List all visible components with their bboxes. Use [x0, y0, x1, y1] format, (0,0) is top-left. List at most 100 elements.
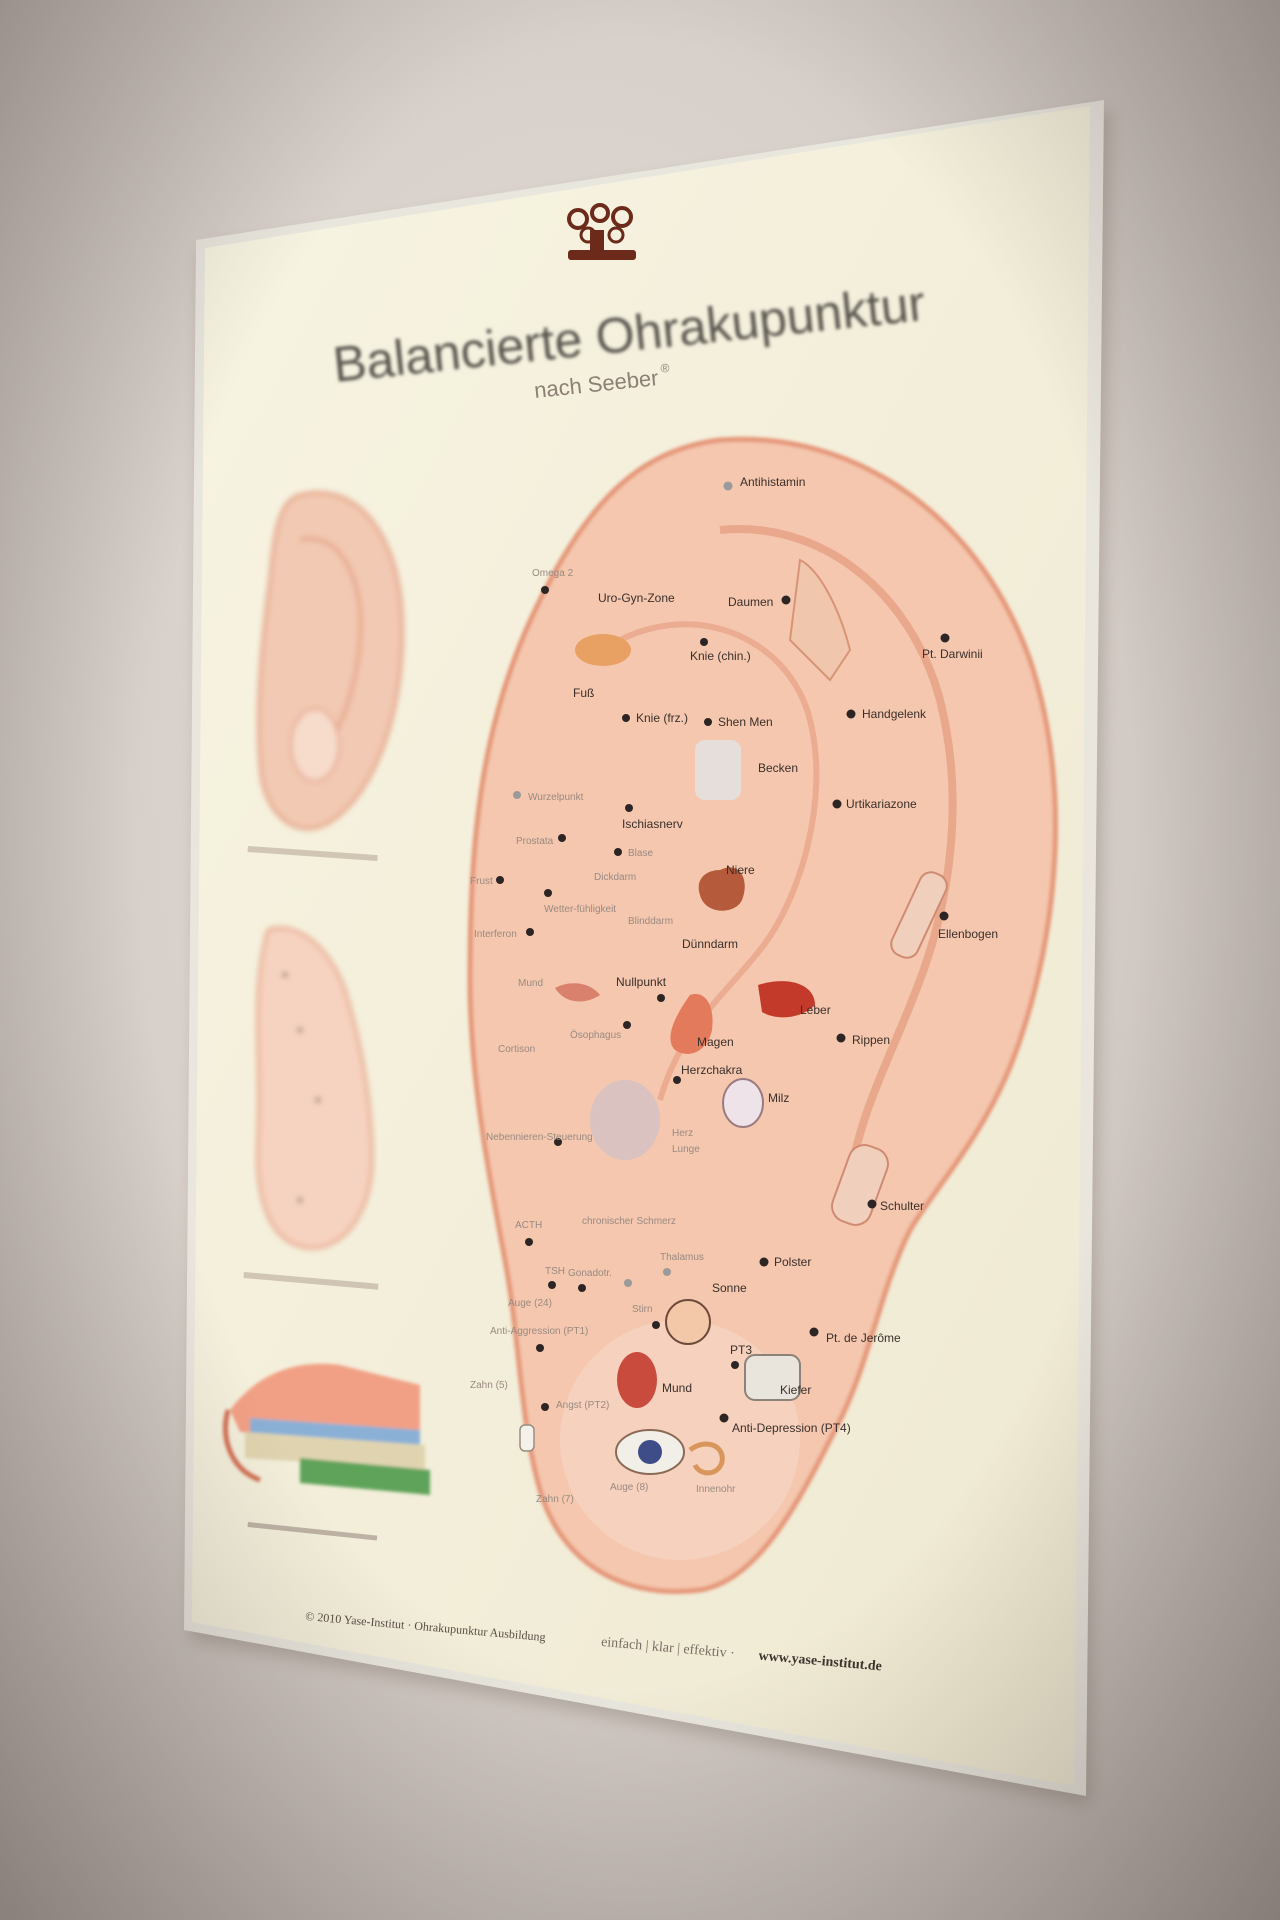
- label-fuss: Fuß: [573, 686, 594, 700]
- label-auge8: Auge (8): [610, 1482, 648, 1493]
- point-nullpunkt: [657, 994, 665, 1002]
- stomach-icon: [670, 994, 713, 1054]
- small-ear-zones-illustration: [256, 926, 374, 1250]
- label-darwinii: Pt. Darwinii: [922, 647, 983, 661]
- label-anti-depression: Anti-Depression (PT4): [732, 1421, 851, 1435]
- label-zahn5: Zahn (5): [470, 1380, 508, 1391]
- point-pt3: [731, 1361, 739, 1369]
- label-kiefer: Kiefer: [780, 1383, 811, 1397]
- label-pt3: PT3: [730, 1343, 752, 1357]
- point-thalamus: [663, 1268, 671, 1276]
- label-knie-chin: Knie (chin.): [690, 649, 751, 663]
- label-handgelenk: Handgelenk: [862, 707, 927, 721]
- point-stirn: [652, 1321, 660, 1329]
- small-ear-illustration: [257, 491, 404, 831]
- uro-gyn-icon: [575, 634, 631, 666]
- label-tsh: TSH: [545, 1266, 565, 1277]
- label-herz: Herz: [672, 1128, 693, 1139]
- point-herzchakra: [673, 1076, 681, 1084]
- point-ellenbogen: [939, 911, 949, 921]
- elbow-icon: [890, 871, 948, 959]
- jaw-icon: [744, 1354, 801, 1401]
- label-ischiasnerv: Ischiasnerv: [622, 817, 683, 831]
- point-darwinii: [940, 633, 950, 643]
- label-leber: Leber: [800, 1003, 831, 1017]
- label-prostata: Prostata: [516, 836, 554, 847]
- point-daumen: [781, 595, 791, 605]
- label-rippen: Rippen: [852, 1033, 890, 1047]
- label-mund2: Mund: [662, 1381, 692, 1395]
- point-frust: [496, 876, 504, 884]
- label-jerome: Pt. de Jerôme: [826, 1331, 901, 1345]
- label-omega2: Omega 2: [532, 568, 574, 579]
- label-wurzelpunkt: Wurzelpunkt: [528, 792, 584, 803]
- label-nebennieren: Nebennieren-Steuerung: [486, 1132, 593, 1143]
- small-ear-zones-caption: [243, 1272, 379, 1290]
- point-jerome: [809, 1327, 819, 1337]
- label-auge24: Auge (24): [508, 1298, 552, 1309]
- point-knie-chin: [700, 638, 708, 646]
- point-rippen: [836, 1033, 846, 1043]
- label-polster: Polster: [774, 1255, 811, 1269]
- kidney-icon: [698, 867, 745, 911]
- lips-icon: [555, 983, 600, 1002]
- label-niere: Niere: [726, 863, 755, 877]
- label-shen-men: Shen Men: [718, 715, 773, 729]
- label-angst: Angst (PT2): [556, 1400, 609, 1411]
- label-anti-aggression: Anti-Aggression (PT1): [490, 1326, 588, 1337]
- label-chron-schmerz: chronischer Schmerz: [582, 1216, 676, 1227]
- label-cortison: Cortison: [498, 1044, 535, 1055]
- label-innenohr: Innenohr: [696, 1484, 736, 1495]
- skin-layers-caption: [247, 1522, 378, 1541]
- point-anti-depression: [719, 1413, 729, 1423]
- pelvis-icon: [695, 740, 741, 800]
- label-mund: Mund: [518, 978, 543, 989]
- label-zahn7: Zahn (7): [536, 1494, 574, 1505]
- point-polster: [759, 1257, 769, 1267]
- label-uro-gyn: Uro-Gyn-Zone: [598, 591, 675, 605]
- label-urtikariazone: Urtikariazone: [846, 797, 917, 811]
- point-prostata: [558, 834, 566, 842]
- point-schulter: [867, 1199, 877, 1209]
- registered-mark: ®: [660, 361, 670, 376]
- point-wurzelpunkt: [513, 791, 521, 799]
- point-nebennieren: [554, 1138, 562, 1146]
- label-blase: Blase: [628, 848, 653, 859]
- label-becken: Becken: [758, 761, 798, 775]
- point-angst: [541, 1403, 549, 1411]
- point-interferon: [526, 928, 534, 936]
- spleen-icon: [722, 1078, 764, 1128]
- skin-layers-illustration: [223, 1363, 430, 1495]
- label-sonne: Sonne: [712, 1281, 747, 1295]
- label-duenndarm: Dünndarm: [682, 937, 738, 951]
- label-frust: Frust: [470, 876, 493, 887]
- point-anti-aggression: [536, 1344, 544, 1352]
- label-gonadotr: Gonadotr.: [568, 1268, 612, 1279]
- label-schulter: Schulter: [880, 1199, 924, 1213]
- label-blinddarm: Blinddarm: [628, 916, 673, 927]
- inner-ear-icon: [688, 1441, 725, 1476]
- label-antihistamin: Antihistamin: [740, 475, 805, 489]
- label-interferon: Interferon: [474, 929, 517, 940]
- point-blase: [614, 848, 622, 856]
- label-acth: ACTH: [515, 1220, 542, 1231]
- label-knie-frz: Knie (frz.): [636, 711, 688, 725]
- label-stirn: Stirn: [632, 1304, 653, 1315]
- tooth-icon: [519, 1424, 535, 1452]
- label-milz: Milz: [768, 1091, 789, 1105]
- point-urtikariazone: [832, 799, 842, 809]
- mouth-icon: [617, 1352, 657, 1408]
- label-herzchakra: Herzchakra: [681, 1063, 743, 1077]
- point-omega2: [541, 586, 549, 594]
- acupuncture-points: [496, 481, 950, 1423]
- face-icon: [665, 1299, 711, 1345]
- label-ellenbogen: Ellenbogen: [938, 927, 998, 941]
- label-daumen: Daumen: [728, 595, 773, 609]
- point-antihistamin: [723, 481, 733, 491]
- point-tsh: [548, 1281, 556, 1289]
- heart-lung-icon: [590, 1080, 660, 1160]
- label-dickdarm: Dickdarm: [594, 872, 636, 883]
- point-wetter: [544, 889, 552, 897]
- point-chron-schmerz: [624, 1279, 632, 1287]
- label-lunge: Lunge: [672, 1144, 700, 1155]
